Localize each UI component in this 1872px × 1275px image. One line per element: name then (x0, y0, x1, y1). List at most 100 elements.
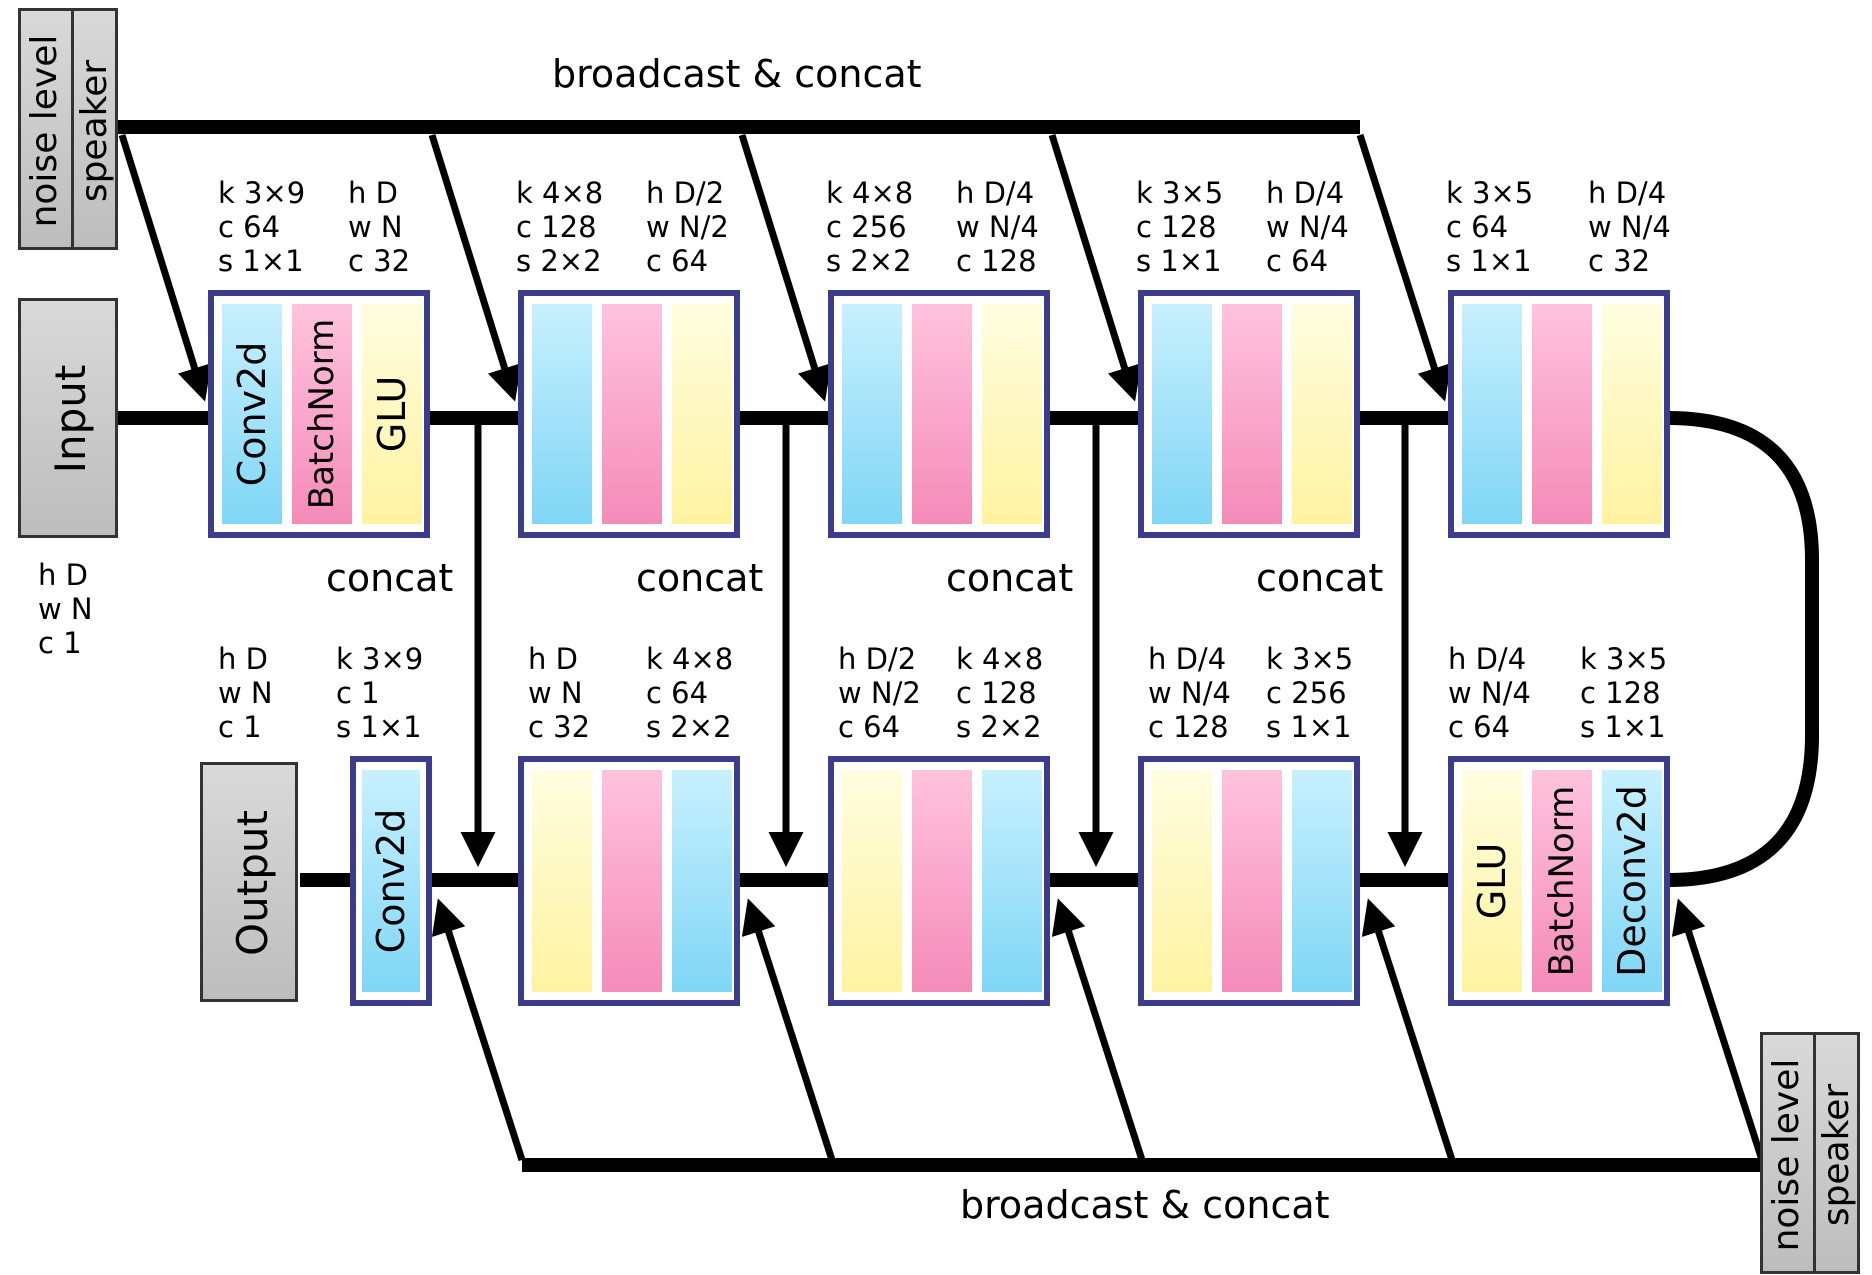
dec2-param-c: c 32 (528, 710, 591, 744)
top-noise-level-label: noise level (24, 34, 65, 228)
top-conditioning-box: noise level speaker (18, 8, 118, 250)
enc4-param-c-out: c 64 (1266, 244, 1329, 278)
input-box: Input (18, 298, 118, 538)
dec3-params-left: h D/2 w N/2 c 64 (838, 642, 921, 744)
encoder-block-1: Conv2d BatchNorm GLU (208, 290, 430, 538)
input-dim-w: w N (38, 592, 93, 626)
dec2-param-c-out: c 64 (646, 676, 709, 710)
dec3-param-s: s 2×2 (956, 710, 1042, 744)
enc5-param-s: s 1×1 (1446, 244, 1532, 278)
dec5-params-right: k 3×5 c 128 s 1×1 (1580, 642, 1667, 744)
enc1-conv-label: Conv2d (230, 341, 274, 487)
dec5-param-s: s 1×1 (1580, 710, 1666, 744)
dec4-glu-layer (1152, 770, 1212, 992)
enc4-params-right: h D/4 w N/4 c 64 (1266, 176, 1349, 278)
dec4-param-w: w N/4 (1148, 676, 1231, 710)
dec3-param-w: w N/2 (838, 676, 921, 710)
enc4-param-w: w N/4 (1266, 210, 1349, 244)
dec5-deconv-label: Deconv2d (1610, 785, 1654, 977)
dec3-param-c-out: c 128 (956, 676, 1037, 710)
enc4-glu-layer (1292, 304, 1352, 524)
enc3-param-c-out: c 128 (956, 244, 1037, 278)
dec1-param-c-out: c 1 (336, 676, 380, 710)
enc1-conv-layer: Conv2d (222, 304, 282, 524)
enc2-norm-layer (602, 304, 662, 524)
enc5-glu-layer (1602, 304, 1662, 524)
dec2-norm-layer (602, 770, 662, 992)
decoder-block-1: Conv2d (350, 756, 432, 1006)
output-box: Output (200, 762, 298, 1002)
decoder-block-4 (1138, 756, 1360, 1006)
enc3-conv-layer (842, 304, 902, 524)
enc4-param-c: c 128 (1136, 210, 1217, 244)
enc1-param-w: w N (348, 210, 403, 244)
dec4-param-s: s 1×1 (1266, 710, 1352, 744)
encoder-block-3 (828, 290, 1050, 538)
enc5-param-c-out: c 32 (1588, 244, 1651, 278)
enc2-params-left: k 4×8 c 128 s 2×2 (516, 176, 603, 278)
enc3-param-c: c 256 (826, 210, 907, 244)
dec5-param-c: c 64 (1448, 710, 1511, 744)
enc5-param-c: c 64 (1446, 210, 1509, 244)
bottom-conditioning-box: noise level speaker (1760, 1032, 1860, 1274)
enc3-param-s: s 2×2 (826, 244, 912, 278)
dec4-params-left: h D/4 w N/4 c 128 (1148, 642, 1231, 744)
enc1-norm-label: BatchNorm (302, 318, 342, 510)
enc2-glu-layer (672, 304, 732, 524)
dec5-norm-label: BatchNorm (1542, 785, 1582, 977)
enc2-param-c-out: c 64 (646, 244, 709, 278)
enc1-param-c: c 64 (218, 210, 281, 244)
input-dim-h: h D (38, 558, 88, 592)
enc1-norm-layer: BatchNorm (292, 304, 352, 524)
enc2-param-s: s 2×2 (516, 244, 602, 278)
enc1-glu-layer: GLU (362, 304, 422, 524)
dec4-param-k: k 3×5 (1266, 642, 1354, 676)
decoder-block-3 (828, 756, 1050, 1006)
dec2-conv-layer (672, 770, 732, 992)
enc4-param-k: k 3×5 (1136, 176, 1224, 210)
dec2-param-s: s 2×2 (646, 710, 732, 744)
enc5-param-h: h D/4 (1588, 176, 1667, 210)
dec1-conv-label: Conv2d (369, 808, 413, 954)
dec1-params-right: k 3×9 c 1 s 1×1 (336, 642, 423, 744)
concat-label-4: concat (1256, 556, 1384, 600)
enc2-param-w: w N/2 (646, 210, 729, 244)
enc4-norm-layer (1222, 304, 1282, 524)
dec1-conv-layer: Conv2d (362, 770, 420, 992)
enc1-params-left: k 3×9 c 64 s 1×1 (218, 176, 305, 278)
input-dims: h D w N c 1 (38, 558, 93, 660)
enc3-param-w: w N/4 (956, 210, 1039, 244)
dec4-norm-layer (1222, 770, 1282, 992)
enc2-param-k: k 4×8 (516, 176, 604, 210)
encoder-block-5 (1448, 290, 1670, 538)
dec5-param-h: h D/4 (1448, 642, 1527, 676)
dec2-param-k: k 4×8 (646, 642, 734, 676)
enc1-param-k: k 3×9 (218, 176, 306, 210)
dec2-param-h: h D (528, 642, 578, 676)
dec2-params-left: h D w N c 32 (528, 642, 590, 744)
dec5-glu-layer: GLU (1462, 770, 1522, 992)
dec3-params-right: k 4×8 c 128 s 2×2 (956, 642, 1043, 744)
bottom-speaker-label: speaker (1816, 1083, 1857, 1227)
enc1-param-h: h D (348, 176, 398, 210)
dec5-deconv-layer: Deconv2d (1602, 770, 1662, 992)
enc4-params-left: k 3×5 c 128 s 1×1 (1136, 176, 1223, 278)
concat-label-3: concat (946, 556, 1074, 600)
dec4-conv-layer (1292, 770, 1352, 992)
dec2-param-w: w N (528, 676, 583, 710)
dec1-params-left: h D w N c 1 (218, 642, 273, 744)
decoder-block-2 (518, 756, 740, 1006)
enc1-glu-label: GLU (370, 375, 414, 453)
dec5-norm-layer: BatchNorm (1532, 770, 1592, 992)
enc3-param-k: k 4×8 (826, 176, 914, 210)
dec1-param-w: w N (218, 676, 273, 710)
input-dim-c: c 1 (38, 626, 82, 660)
enc2-params-right: h D/2 w N/2 c 64 (646, 176, 729, 278)
enc5-param-w: w N/4 (1588, 210, 1671, 244)
dec3-param-h: h D/2 (838, 642, 917, 676)
enc5-params-left: k 3×5 c 64 s 1×1 (1446, 176, 1533, 278)
dec5-glu-label: GLU (1470, 842, 1514, 920)
enc1-param-s: s 1×1 (218, 244, 304, 278)
dec1-param-h: h D (218, 642, 268, 676)
